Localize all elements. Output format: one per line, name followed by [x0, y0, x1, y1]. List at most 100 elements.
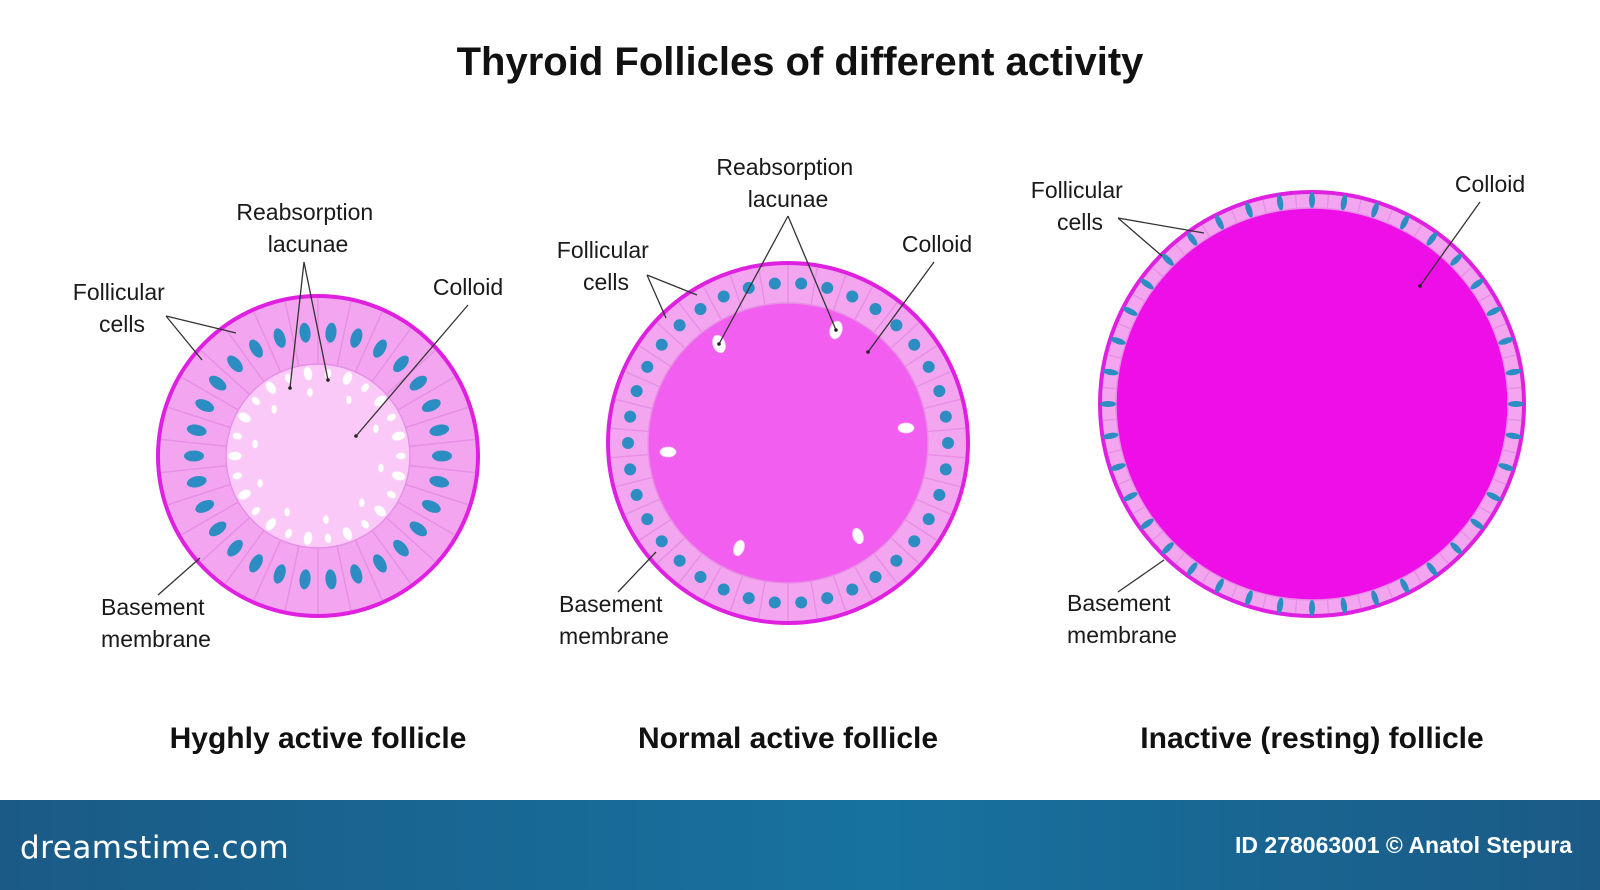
- reabsorption-lacuna: [897, 422, 915, 434]
- cell-boundary: [1460, 530, 1473, 541]
- nucleus: [694, 570, 707, 583]
- cell-boundary: [1507, 418, 1522, 422]
- nucleus: [1371, 202, 1379, 218]
- cell-boundary: [1492, 478, 1507, 486]
- cell-boundary: [1326, 599, 1330, 614]
- cell-boundary: [354, 539, 383, 601]
- nucleus: [908, 338, 921, 351]
- cell-boundary: [1502, 449, 1517, 454]
- nucleus: [655, 535, 668, 548]
- cell-boundary: [1201, 224, 1211, 238]
- cell-boundary: [702, 565, 722, 600]
- nucleus: [1498, 337, 1514, 345]
- nucleus: [694, 303, 707, 316]
- cell-boundary: [1102, 386, 1117, 390]
- cell-boundary: [180, 376, 239, 411]
- follicular-label-3: Follicular cells: [1031, 177, 1129, 235]
- nucleus: [768, 596, 781, 609]
- nucleus: [1340, 194, 1348, 211]
- follicle-inactive: Follicular cells Colloid Basement membra…: [1031, 171, 1526, 755]
- basement-label-3: Basement membrane: [1067, 590, 1177, 648]
- reabsorption-pointer-1b: [326, 378, 330, 382]
- nucleus: [922, 360, 935, 373]
- nucleus: [1186, 562, 1198, 576]
- cell-boundary: [624, 498, 661, 516]
- colloid-leader-2: [867, 261, 935, 353]
- cell-boundary: [1294, 599, 1298, 614]
- basement-leader-3: [1117, 559, 1165, 593]
- nucleus: [922, 513, 935, 526]
- reabsorption-lacuna: [265, 380, 277, 395]
- follicular-leader-3: [1117, 217, 1205, 257]
- reabsorption-lacuna: [358, 497, 366, 508]
- cell-boundary: [1386, 584, 1394, 599]
- reabsorption-lacuna: [303, 366, 313, 381]
- colloid-label-2: Colloid: [902, 231, 972, 257]
- nucleus: [890, 554, 903, 567]
- cell-boundary: [1230, 584, 1238, 599]
- nucleus: [890, 319, 903, 332]
- follicular-label-2: Follicular cells: [557, 237, 655, 295]
- nucleus: [393, 539, 409, 557]
- nucleus: [249, 339, 263, 358]
- caption-highly-active: Hyghly active follicle: [170, 722, 467, 755]
- nucleus: [1122, 306, 1138, 316]
- reabsorption-lacuna: [232, 471, 243, 480]
- cell-boundary: [385, 517, 436, 563]
- brand-wordmark[interactable]: dreamstime.com: [20, 830, 290, 866]
- nucleus: [768, 277, 781, 290]
- cell-boundary: [610, 453, 649, 459]
- cell-boundary: [832, 274, 847, 311]
- cell-boundary: [1357, 199, 1362, 214]
- cell-boundary: [873, 302, 898, 333]
- reabsorption-leader-2: [718, 215, 837, 345]
- cell-boundary: [832, 575, 847, 612]
- nucleus: [939, 410, 952, 423]
- basement-label-2: Basement membrane: [559, 591, 669, 649]
- nucleus: [869, 303, 882, 316]
- nucleus: [795, 277, 808, 290]
- cell-boundary: [1132, 505, 1146, 515]
- nucleus: [373, 339, 387, 358]
- image-credit: ID 278063001 © Anatol Stepura: [1235, 832, 1572, 858]
- reabsorption-pointer-2b: [834, 328, 838, 332]
- nucleus: [1400, 578, 1410, 594]
- cell-boundary: [638, 345, 672, 368]
- colloid: [1116, 208, 1508, 600]
- basement-leader-1: [157, 557, 201, 596]
- reabsorption-lacuna: [227, 451, 243, 461]
- cell-boundary: [180, 501, 239, 536]
- reabsorption-lacuna: [386, 413, 397, 422]
- cell-boundary: [371, 327, 412, 382]
- nucleus: [421, 499, 441, 513]
- cell-apical-edge: [225, 363, 411, 549]
- cell-boundary: [409, 464, 476, 474]
- cell-boundary: [1107, 449, 1122, 454]
- cell-boundary: [758, 580, 766, 619]
- nucleus: [1110, 337, 1126, 345]
- cell-boundary: [678, 553, 703, 584]
- colloid-pointer-1: [354, 434, 358, 438]
- cell-boundary: [890, 321, 920, 349]
- follicular-label-1: Follicular cells: [73, 279, 171, 337]
- cell-boundary: [1151, 530, 1164, 541]
- colloid: [226, 364, 410, 548]
- cell-boundary: [160, 438, 227, 448]
- nucleus: [846, 290, 859, 303]
- cell-boundary: [854, 565, 874, 600]
- reabsorption-lacuna: [306, 387, 314, 398]
- cell-boundary: [397, 376, 456, 411]
- nucleus: [1486, 306, 1502, 316]
- cell-boundary: [224, 530, 265, 585]
- cell-boundary: [167, 406, 231, 429]
- cell-boundary: [1151, 267, 1164, 278]
- cell-boundary: [638, 518, 672, 541]
- reabsorption-lacuna: [391, 470, 406, 481]
- nucleus: [421, 399, 441, 413]
- nucleus: [821, 281, 834, 294]
- nucleus: [1140, 278, 1154, 290]
- cell-boundary: [927, 427, 966, 433]
- colloid-pointer-3: [1418, 284, 1422, 288]
- cell-boundary: [702, 286, 722, 321]
- cell-boundary: [1507, 386, 1522, 390]
